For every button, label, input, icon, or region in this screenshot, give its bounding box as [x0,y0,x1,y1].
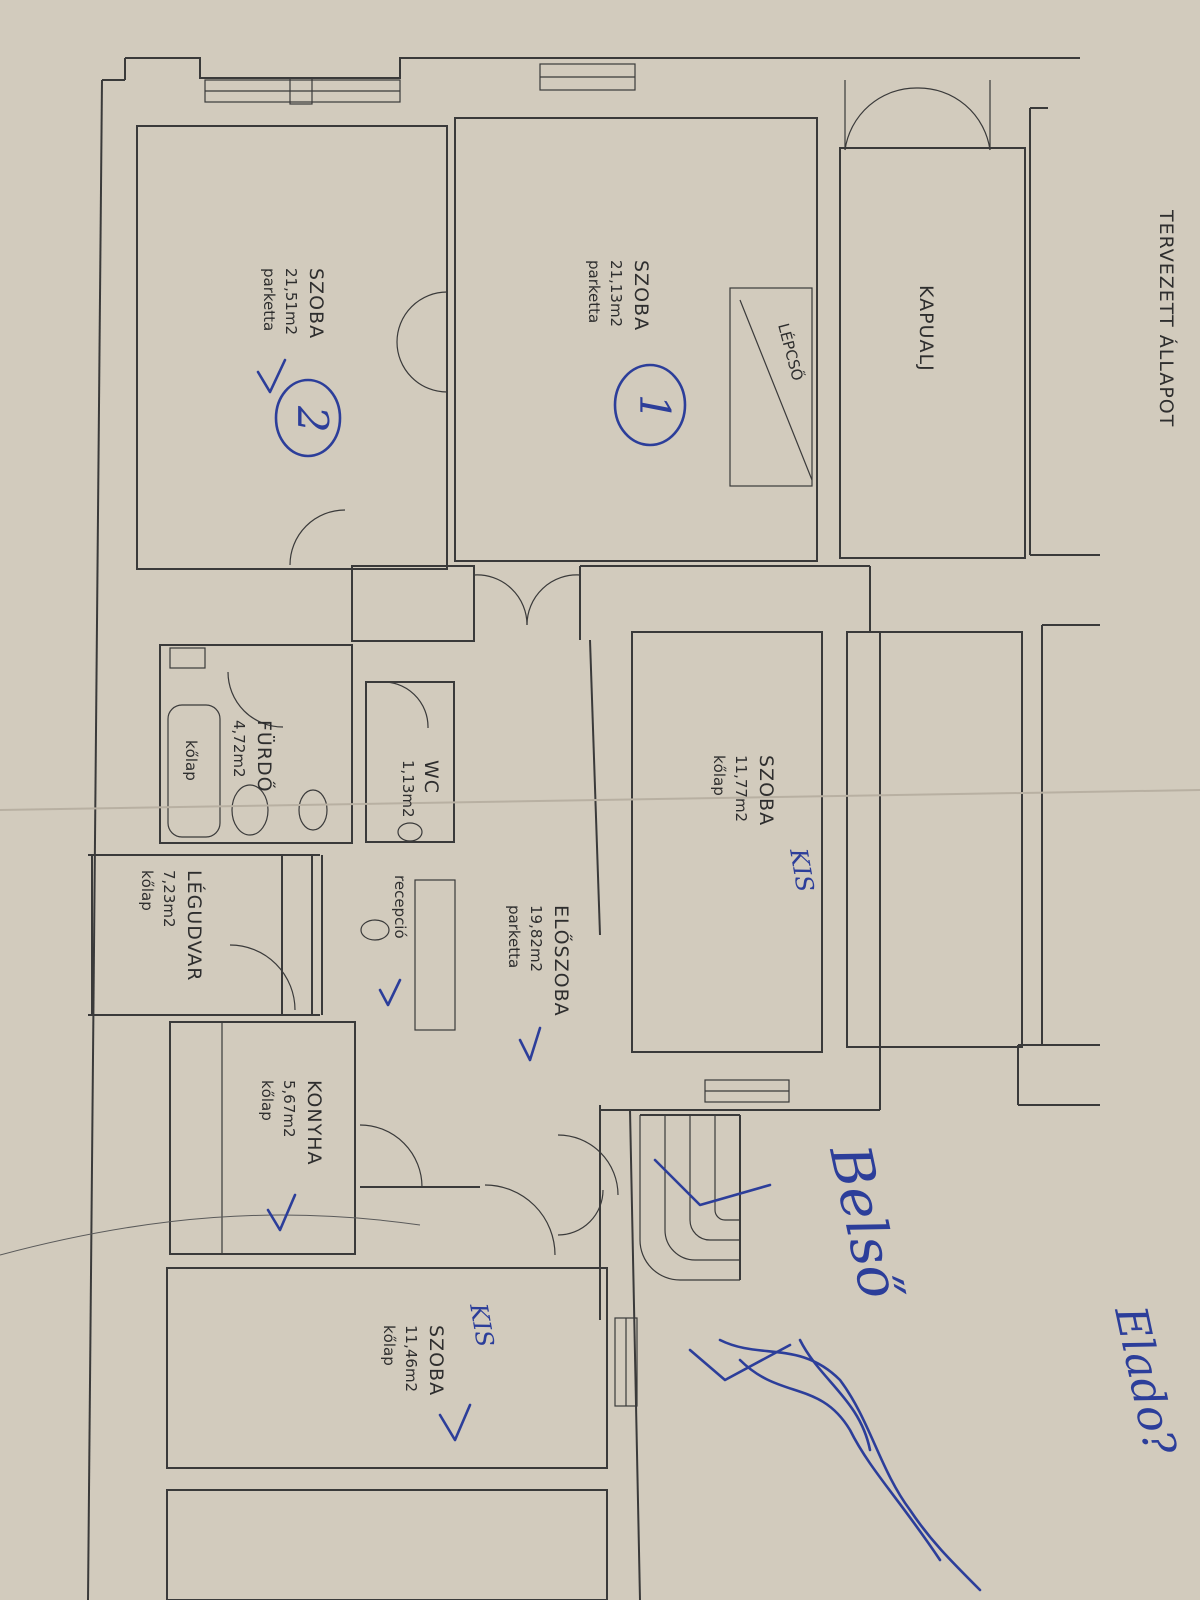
recepcio-name: recepció [391,875,409,939]
label-kapualj: KAPUALJ [915,285,937,372]
hand-note-1-text: Belső [816,1138,913,1307]
label-szoba-kis-1: SZOBA 11,77m2 kőlap [710,755,777,826]
eloszoba-area: 19,82m2 [527,905,545,972]
konyha-floor: kőlap [258,1080,276,1121]
washbasin [231,784,269,836]
szoba-kis-2-floor: kőlap [380,1325,398,1366]
hand-note-2-text: Elado? [1104,1301,1186,1460]
plan-title-group: TERVEZETT ÁLLAPOT [1155,209,1178,427]
label-furdo-tub: kőlap [182,740,200,781]
mark-1: 1 [630,394,679,421]
eloszoba-name: ELŐSZOBA [550,905,574,1017]
reception-desk [360,879,456,1031]
stairs [729,287,813,487]
fold-line [0,789,1200,811]
szoba-1-floor: parketta [585,260,603,323]
mark-circle-2-ring [274,378,342,458]
legudvar-area: 7,23m2 [160,870,178,928]
furdo-name: FÜRDŐ [253,720,277,793]
label-furdo: FÜRDŐ 4,72m2 [230,720,277,793]
room-kapualj-lower [846,631,1023,1048]
label-lepcso: LÉPCSŐ [774,321,809,383]
lepcso-name: LÉPCSŐ [774,321,809,383]
mark-circle-2: 2 [274,378,342,458]
toilet-wc [397,822,423,842]
label-eloszoba: ELŐSZOBA 19,82m2 parketta [505,905,574,1017]
room-szoba-1 [454,117,818,562]
window-top-right [539,63,636,91]
mark-circle-1: 1 [613,363,687,447]
label-szoba-kis-2: SZOBA 11,46m2 kőlap [380,1325,447,1396]
label-wc: WC 1,13m2 [399,760,442,818]
room-furdo [159,644,353,844]
szoba-2-floor: parketta [260,268,278,331]
szoba-2-area: 21,51m2 [282,268,300,335]
note-kis-2-text: KIS [464,1300,499,1349]
bathtub [167,704,221,838]
hand-note-2: Elado? [1104,1301,1186,1460]
pencil-stroke [0,1214,421,1256]
room-legudvar [91,854,283,1016]
room-szoba-2 [136,125,448,570]
note-kis-2: KIS [464,1300,499,1349]
mark-2: 2 [288,405,337,433]
label-szoba-2: SZOBA 21,51m2 parketta [260,268,327,339]
kapualj-name: KAPUALJ [915,285,937,372]
window-top-left [204,77,401,105]
window-szoba-kis [704,1079,790,1103]
label-szoba-1: SZOBA 21,13m2 parketta [585,260,652,331]
toilet-furdo [298,789,328,831]
room-szoba-kis-2 [166,1267,608,1469]
entrance-steps [557,1105,741,1320]
hand-note-1: Belső [816,1138,913,1307]
konyha-area: 5,67m2 [280,1080,298,1138]
window-szoba-kis-2 [614,1317,638,1407]
room-konyha [169,1021,356,1255]
label-konyha: KONYHA 5,67m2 kőlap [258,1080,325,1165]
room-wc [365,681,455,843]
szoba-kis-1-area: 11,77m2 [732,755,750,822]
door-double-szoba [396,291,448,393]
szoba-kis-2-name: SZOBA [425,1325,447,1396]
furdo-area: 4,72m2 [230,720,248,778]
sink-furdo [169,647,206,669]
szoba-kis-1-name: SZOBA [755,755,777,826]
plan-title: TERVEZETT ÁLLAPOT [1155,209,1178,427]
konyha-name: KONYHA [303,1080,325,1165]
label-legudvar: LÉGUDVAR 7,23m2 kőlap [138,870,206,982]
wc-area: 1,13m2 [399,760,417,818]
legudvar-name: LÉGUDVAR [183,870,206,982]
wc-name: WC [420,760,442,794]
signature-scribble [718,1338,982,1592]
furdo-tub-label: kőlap [182,740,200,781]
room-bottom [166,1489,608,1600]
door-kapualj [844,80,991,151]
szoba-2-name: SZOBA [305,268,327,339]
szoba-1-name: SZOBA [630,260,652,331]
note-kis-1-text: KIS [784,845,819,894]
room-szoba-kis-1 [631,631,823,1053]
room-kapualj [839,147,1026,559]
note-kis-1: KIS [784,845,819,894]
legudvar-floor: kőlap [138,870,156,911]
szoba-kis-1-floor: kőlap [710,755,728,796]
szoba-1-area: 21,13m2 [607,260,625,327]
mark-circle-1-ring [613,363,687,447]
eloszoba-floor: parketta [505,905,523,968]
label-recepcio: recepció [391,875,409,939]
checkmarks [256,358,792,1442]
szoba-kis-2-area: 11,46m2 [402,1325,420,1392]
corridor-walls [289,509,871,936]
